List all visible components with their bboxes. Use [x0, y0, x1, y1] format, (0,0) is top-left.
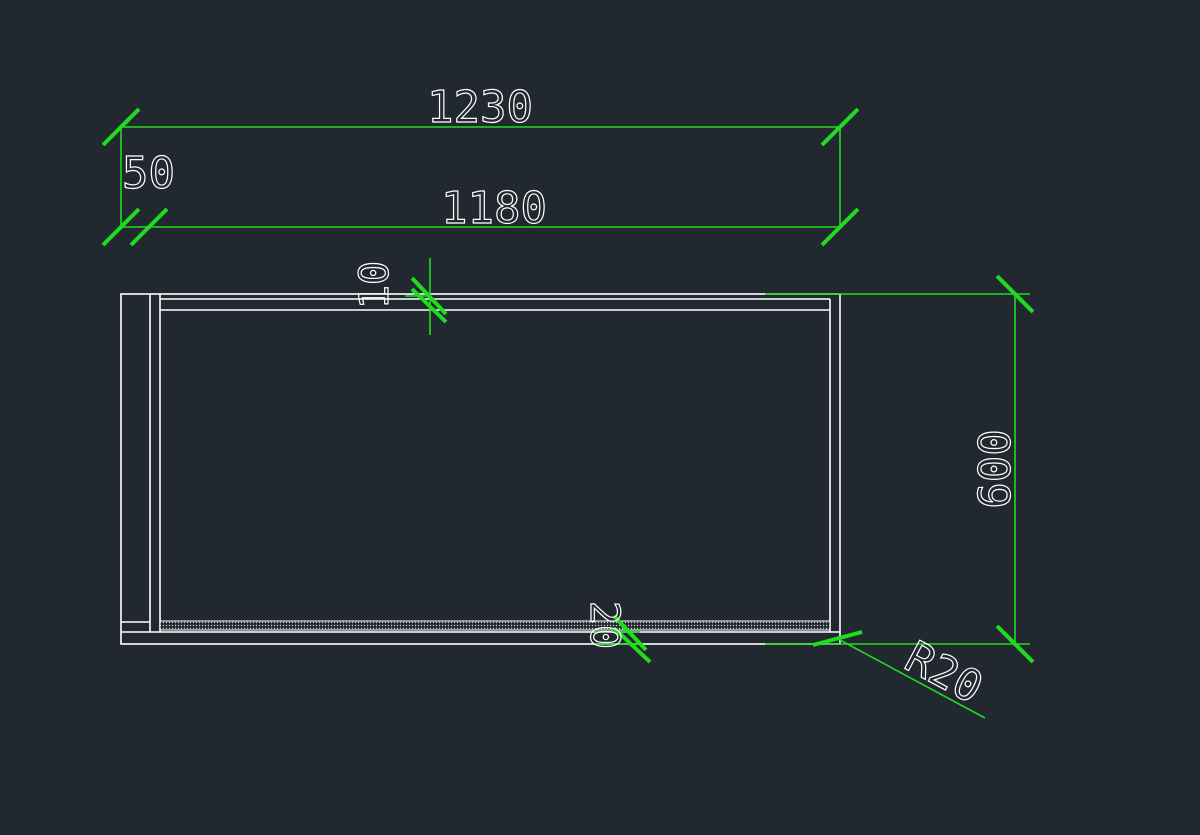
dim-20-group: 20	[580, 600, 652, 664]
dim-10-group: 10	[351, 258, 448, 335]
tick-mark	[101, 207, 141, 247]
dim-label-50: 50	[122, 148, 175, 199]
dim-label-1230: 1230	[427, 82, 533, 133]
tick-mark	[129, 207, 169, 247]
tick-mark	[410, 276, 448, 316]
tick-mark	[410, 287, 448, 324]
dim-600-group: 600	[765, 274, 1035, 664]
tick-mark	[995, 624, 1035, 664]
tick-mark	[101, 107, 141, 147]
tick-mark	[820, 107, 860, 147]
frame-outline	[120, 293, 841, 645]
dim-label-20: 20	[581, 601, 627, 649]
dim-label-10: 10	[352, 261, 398, 309]
top-dimension-group: 1230 1180 50	[101, 81, 860, 247]
radius-leader-line	[839, 639, 986, 719]
tick-mark	[995, 274, 1035, 314]
tick-mark	[612, 614, 648, 652]
frame-outer-border	[120, 293, 841, 645]
tick-mark	[820, 207, 860, 247]
dim-label-600: 600	[970, 429, 1021, 508]
bottom-hatched-strip	[159, 620, 831, 631]
tick-mark	[612, 626, 652, 664]
tick-mark	[812, 630, 863, 647]
dim-label-1180: 1180	[441, 183, 547, 234]
